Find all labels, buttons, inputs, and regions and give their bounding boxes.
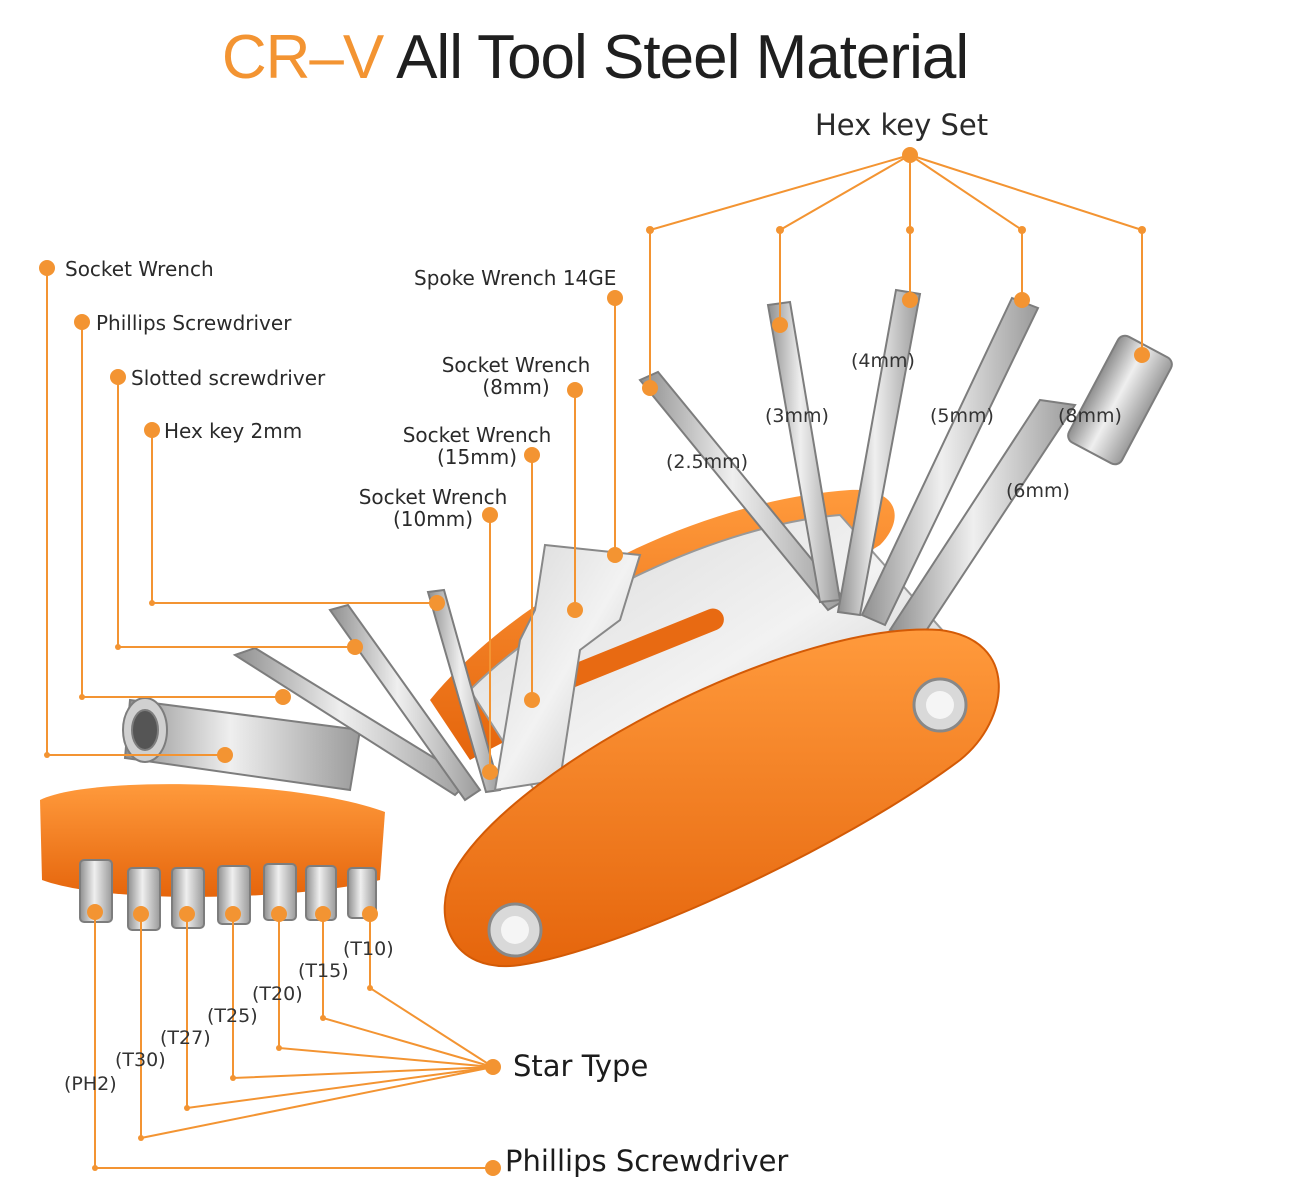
hex-size-label: (4mm) <box>851 350 915 372</box>
page-title: CR–V All Tool Steel Material <box>0 22 1190 93</box>
bit-size-label: (T10) <box>343 938 394 960</box>
label-socket-15-line2: (15mm) <box>436 445 518 469</box>
label-socket-wrench-15mm: Socket Wrench (15mm) <box>396 424 558 468</box>
label-slotted-screwdriver: Slotted screwdriver <box>131 366 326 390</box>
hex-key-5mm <box>860 296 1040 627</box>
hex-size-label: (2.5mm) <box>666 451 749 473</box>
hex-size-label: (3mm) <box>765 405 829 427</box>
label-socket-10-line2: (10mm) <box>392 507 474 531</box>
label-socket-wrench-8mm: Socket Wrench (8mm) <box>435 354 597 398</box>
hex-size-label: (6mm) <box>1006 480 1070 502</box>
hex-size-label: (5mm) <box>930 405 994 427</box>
label-spoke-wrench: Spoke Wrench 14GE <box>414 266 617 290</box>
label-socket-8-line2: (8mm) <box>482 375 550 399</box>
label-hex-key-set: Hex key Set <box>815 108 989 142</box>
label-phillips-screwdriver: Phillips Screwdriver <box>96 311 292 335</box>
hex-key-8mm <box>1067 334 1173 466</box>
bit-holder <box>40 784 385 931</box>
title-accent: CR–V <box>221 23 384 92</box>
label-socket-wrench: Socket Wrench <box>65 257 214 281</box>
label-socket-10-line1: Socket Wrench <box>358 485 508 509</box>
bit-size-label: (T20) <box>252 983 303 1005</box>
bit-size-label: (T27) <box>160 1027 211 1049</box>
label-star-type: Star Type <box>513 1049 649 1083</box>
hex-keys <box>638 288 1173 642</box>
label-phillips-screwdriver-bits: Phillips Screwdriver <box>505 1144 789 1178</box>
bit-size-label: (T30) <box>115 1049 166 1071</box>
slotted-screwdriver <box>328 603 482 802</box>
bit-size-label: (T25) <box>207 1005 258 1027</box>
label-socket-wrench-10mm: Socket Wrench (10mm) <box>352 486 514 530</box>
bit-size-label: (PH2) <box>64 1073 117 1095</box>
label-socket-8-line1: Socket Wrench <box>441 353 591 377</box>
bit-size-label: (T15) <box>298 960 349 982</box>
leader-dots <box>39 147 1150 1176</box>
front-handle <box>443 628 1000 968</box>
label-socket-15-line1: Socket Wrench <box>402 423 552 447</box>
title-rest: All Tool Steel Material <box>383 23 969 92</box>
hex-size-label: (8mm) <box>1058 405 1122 427</box>
left-tools <box>122 588 502 802</box>
label-hex-key-2mm: Hex key 2mm <box>164 419 303 443</box>
